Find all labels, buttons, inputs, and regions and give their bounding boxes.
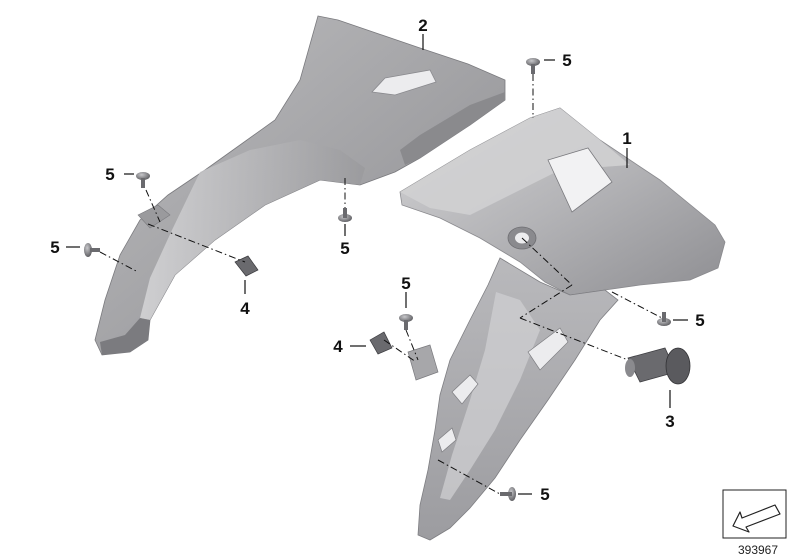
connector-part-3 <box>625 347 691 385</box>
callout-part-5-bottom: 5 <box>540 485 549 504</box>
panel-2-cutout <box>371 69 437 96</box>
screw-part-5-right <box>657 312 671 326</box>
callout-part-5-center: 5 <box>340 239 349 258</box>
panel-1-window-cutout <box>547 147 613 213</box>
panel-2-edge-flange <box>400 92 505 165</box>
clip-part-4-lower <box>369 331 393 355</box>
panel-1-lower-highlight <box>440 292 540 500</box>
callout-part-1: 1 <box>622 129 631 148</box>
connector-3-cap <box>665 347 691 385</box>
screw-part-5-bottom <box>500 487 516 501</box>
screw-part-5-top <box>526 58 540 74</box>
screw-part-5-mid <box>399 314 413 330</box>
connector-3-tip <box>625 359 635 377</box>
screw-part-5-left-upper <box>136 172 150 188</box>
direction-arrow-icon <box>732 504 781 533</box>
orientation-arrow-box <box>722 489 787 539</box>
panel-part-1 <box>399 107 726 541</box>
panel-part-2 <box>94 15 506 356</box>
diagram-number: 393967 <box>738 543 778 557</box>
panel-1-slot-b <box>451 374 479 405</box>
callout-part-5-left: 5 <box>50 238 59 257</box>
panel-1-slot-a <box>527 327 569 371</box>
assembly-lines <box>99 74 663 495</box>
panel-1-slot-c <box>437 427 457 453</box>
panel-2-lower-flange <box>100 318 150 355</box>
screw-part-5-center <box>338 208 352 222</box>
callout-part-5-left-upper: 5 <box>105 165 114 184</box>
callout-part-3: 3 <box>665 412 674 431</box>
panel-1-top-face <box>400 108 630 215</box>
callout-labels: 2 1 5 5 5 5 4 5 4 5 3 5 <box>50 16 704 504</box>
clip-part-4-upper <box>234 255 259 277</box>
callout-part-5-top: 5 <box>562 51 571 70</box>
callout-part-4-upper: 4 <box>240 299 250 318</box>
callout-part-2: 2 <box>418 16 427 35</box>
screw-part-5-left <box>84 243 100 257</box>
panel-2-bracket <box>137 204 171 229</box>
callout-part-5-mid: 5 <box>401 274 410 293</box>
panel-2-inner-face <box>140 140 365 320</box>
callout-part-4-lower: 4 <box>333 337 343 356</box>
callout-part-5-right: 5 <box>695 311 704 330</box>
panel-1-tab <box>407 344 439 381</box>
callout-leaders <box>66 34 688 495</box>
